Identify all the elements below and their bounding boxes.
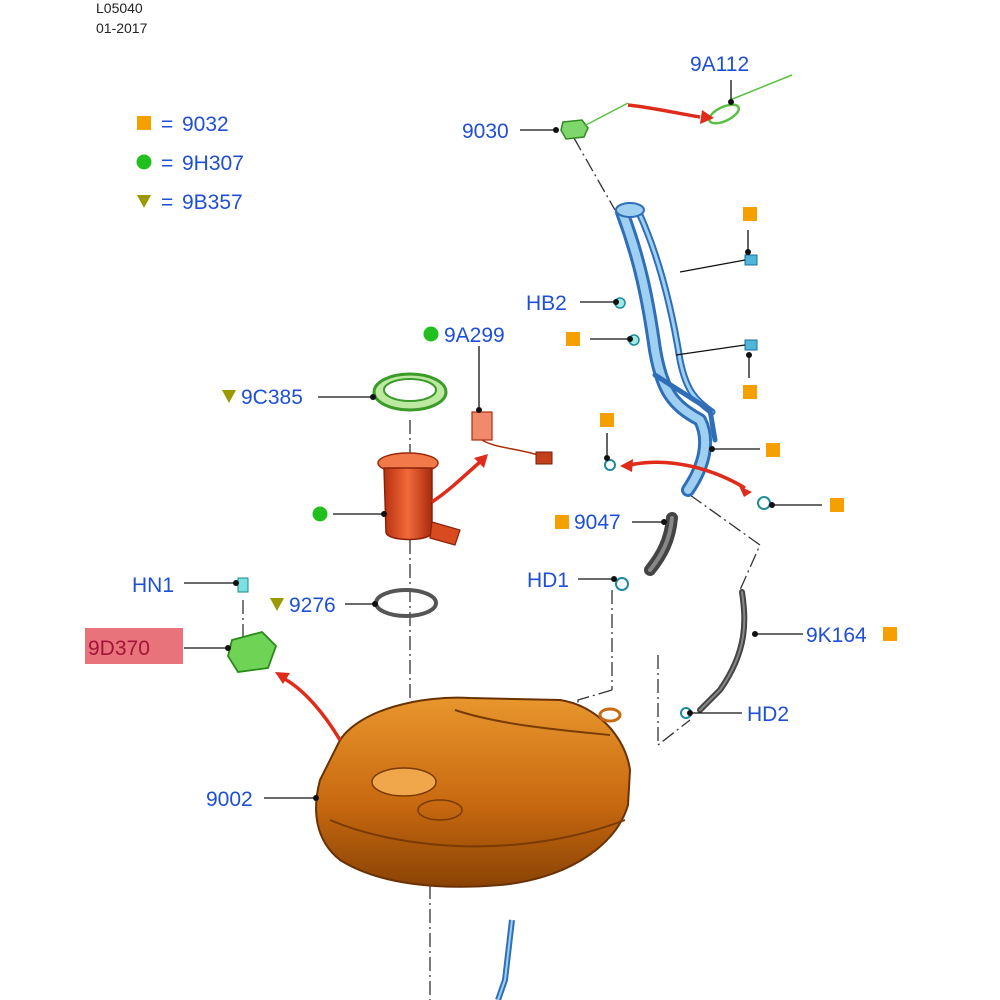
green-circle-icon xyxy=(136,154,152,170)
label-9a112: 9A112 xyxy=(690,53,749,76)
filler-cap xyxy=(560,74,793,140)
olive-triangle-icon xyxy=(222,390,236,403)
lock-ring xyxy=(372,372,448,412)
part-labels: 9A112 9030 HB2 9A299 9C385 9047 HD1 HN1 … xyxy=(88,53,867,811)
orange-square-icon xyxy=(766,443,780,457)
tank-strap xyxy=(495,919,515,1000)
orange-square-icon xyxy=(137,116,151,130)
legend-circle-label: 9H307 xyxy=(182,152,244,175)
green-circle-icon xyxy=(312,506,328,522)
filler-pipe xyxy=(615,202,718,497)
part-symbols xyxy=(222,207,897,641)
label-9c385: 9C385 xyxy=(241,386,303,409)
label-hd1: HD1 xyxy=(527,569,569,592)
hose-clamps xyxy=(604,297,771,719)
hoses xyxy=(644,512,748,713)
orange-square-icon xyxy=(743,385,757,399)
rollover-valve xyxy=(227,630,278,673)
label-9030: 9030 xyxy=(462,120,509,143)
orange-square-icon xyxy=(600,413,614,427)
olive-triangle-icon xyxy=(270,598,284,611)
orange-square-icon xyxy=(566,332,580,346)
leader-lines xyxy=(184,80,822,801)
fuel-level-sender xyxy=(471,411,553,465)
legend-triangle-label: 9B357 xyxy=(182,191,243,214)
label-9d370: 9D370 xyxy=(88,637,150,660)
label-9k164: 9K164 xyxy=(806,624,867,647)
label-hb2: HB2 xyxy=(526,292,567,315)
red-arrows xyxy=(275,103,752,741)
label-9a299: 9A299 xyxy=(444,324,505,347)
diagram-date: 01-2017 xyxy=(96,20,148,36)
legend: = 9032 = 9H307 = 9B357 xyxy=(136,113,244,214)
filler-pipe-clips xyxy=(675,254,758,356)
orange-square-icon xyxy=(555,515,569,529)
legend-equals-3: = xyxy=(161,191,173,214)
legend-square-label: 9032 xyxy=(182,113,229,136)
fuel-pump-module xyxy=(377,452,461,546)
orange-square-icon xyxy=(743,207,757,221)
legend-equals-1: = xyxy=(161,113,173,136)
label-9047: 9047 xyxy=(574,511,621,534)
green-circle-icon xyxy=(423,326,439,342)
label-hn1: HN1 xyxy=(132,574,174,597)
pump-seal xyxy=(374,588,438,618)
diagram-code: L05040 xyxy=(96,0,143,16)
orange-square-icon xyxy=(883,627,897,641)
vent-valve-hn1 xyxy=(237,577,249,593)
label-9002: 9002 xyxy=(206,788,253,811)
label-9276: 9276 xyxy=(289,594,336,617)
orange-square-icon xyxy=(830,498,844,512)
highlight-box xyxy=(85,628,183,664)
legend-equals-2: = xyxy=(161,152,173,175)
fuel-tank xyxy=(315,696,632,888)
label-hd2: HD2 xyxy=(747,703,789,726)
olive-triangle-icon xyxy=(137,195,151,208)
